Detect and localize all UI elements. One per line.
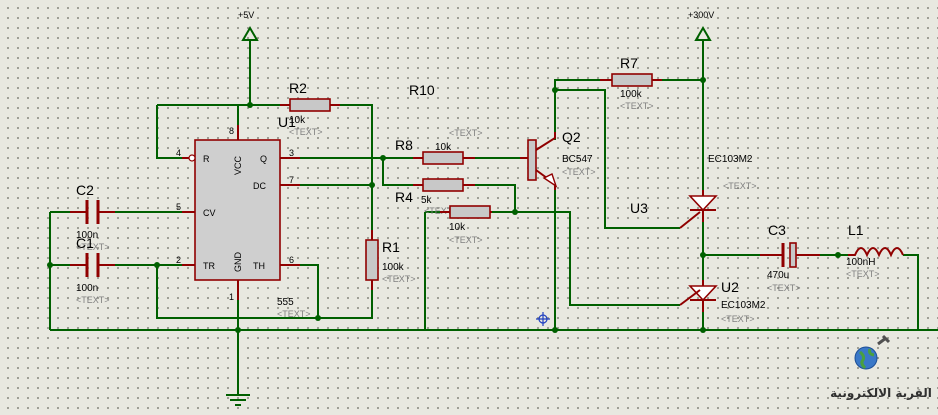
u3-ref: U3 (630, 200, 648, 216)
pin-r-label: R (203, 154, 210, 164)
u2-ref: U2 (721, 279, 739, 295)
r7-value: 100k (620, 89, 643, 100)
ic-555[interactable]: R CV TR Q DC TH VCC GND 4 5 2 3 7 6 8 1 … (176, 114, 311, 319)
r7-text-tag: <TEXT> (620, 101, 654, 111)
pin-dc-label: DC (253, 181, 266, 191)
power-300v[interactable]: +300V (688, 10, 714, 41)
watermark: القرية الالكترونية (830, 334, 932, 401)
c3-ref: C3 (768, 222, 786, 238)
c2-value: 100n (76, 230, 98, 241)
r1-ref: R1 (382, 239, 400, 255)
pin-th-label: TH (253, 261, 265, 271)
ic-text-tag: <TEXT> (277, 309, 311, 319)
r10-text-tag: <TEXT> (449, 235, 483, 245)
pin-num-4: 4 (176, 148, 181, 158)
pin-num-5: 5 (176, 202, 181, 212)
c2-ref: C2 (76, 182, 94, 198)
pin-gnd-label: GND (233, 252, 243, 273)
q2-value: BC547 (562, 154, 593, 165)
r1-value: 100k (382, 262, 405, 273)
pin-cv-label: CV (203, 208, 216, 218)
q2-text-tag: <TEXT> (562, 167, 596, 177)
r2-ref: R2 (289, 80, 307, 96)
l1-ref: L1 (848, 222, 864, 238)
r8-value: 10k (435, 142, 452, 153)
r7-ref: R7 (620, 55, 638, 71)
r8-ref: R8 (395, 137, 413, 153)
r1-text-tag: <TEXT> (382, 274, 416, 284)
u3-value: EC103M2 (708, 154, 753, 165)
c1-value: 100n (76, 283, 98, 294)
pin-num-3: 3 (289, 148, 294, 158)
pin-num-8: 8 (229, 126, 234, 136)
c1-ref: C1 (76, 235, 94, 251)
scr-u3[interactable]: U3 EC103M2 <TEXT> (630, 154, 757, 229)
r2-text-tag: <TEXT> (289, 127, 323, 137)
u2-value: EC103M2 (721, 300, 766, 311)
resistor-r1[interactable]: R1 100k <TEXT> (365, 230, 416, 290)
pin-tr-label: TR (203, 261, 215, 271)
resistor-r2[interactable]: R2 10k <TEXT> (280, 80, 340, 137)
c1-text-tag: <TEXT> (76, 295, 110, 305)
r10-ref: R10 (409, 82, 435, 98)
junctions (47, 77, 841, 333)
origin-marker (536, 312, 550, 326)
power-5v[interactable]: +5V (238, 10, 259, 41)
pin-num-6: 6 (289, 255, 294, 265)
c3-value: 470u (767, 270, 789, 281)
ground-symbol[interactable] (226, 394, 250, 406)
resistor-r8[interactable]: R8 10k <TEXT> (395, 128, 483, 165)
rail-300v-label: +300V (688, 10, 714, 20)
rail-5v-label: +5V (238, 10, 254, 20)
r2-value: 10k (289, 115, 306, 126)
resistor-r10[interactable]: R10 10k <TEXT> (409, 82, 492, 245)
l1-value: 100nH (846, 257, 875, 268)
resistor-r7[interactable]: R7 100k <TEXT> (600, 55, 662, 111)
capacitor-c1[interactable]: C1 100n <TEXT> (70, 235, 115, 305)
reset-bubble (188, 154, 196, 162)
r8-text-tag: <TEXT> (449, 128, 483, 138)
ic-value: 555 (277, 297, 294, 308)
pin-vcc-label: VCC (233, 155, 243, 175)
l1-text-tag: <TEXT> (846, 269, 880, 279)
pin-num-1: 1 (229, 292, 234, 302)
capacitor-c2[interactable]: C2 100n <TEXT> (70, 182, 115, 252)
inductor-l1[interactable]: L1 100nH <TEXT> (846, 222, 904, 279)
c2-text-tag: <TEXT> (76, 242, 110, 252)
u3-text-tag: <TEXT> (723, 181, 757, 191)
u2-text-tag: <TEXT> (721, 314, 755, 324)
watermark-text: القرية الالكترونية (830, 386, 932, 401)
transistor-q2[interactable]: Q2 BC547 <TEXT> (520, 129, 596, 190)
q2-ref: Q2 (562, 129, 581, 145)
pin-num-2: 2 (176, 255, 181, 265)
r10-value: 10k (449, 222, 466, 233)
pin-num-7: 7 (289, 175, 294, 185)
ic-ref: U1 (278, 114, 296, 130)
c3-text-tag: <TEXT> (767, 283, 801, 293)
r4-value: 5k (421, 195, 433, 206)
capacitor-c3[interactable]: C3 470u <TEXT> (760, 222, 820, 293)
pin-q-label: Q (260, 154, 267, 164)
wires (49, 40, 938, 395)
scr-u2[interactable]: U2 EC103M2 <TEXT> (679, 279, 766, 324)
ic-body (194, 139, 281, 281)
globe-wrench-logo-icon (854, 346, 878, 370)
r4-ref: R4 (395, 189, 413, 205)
